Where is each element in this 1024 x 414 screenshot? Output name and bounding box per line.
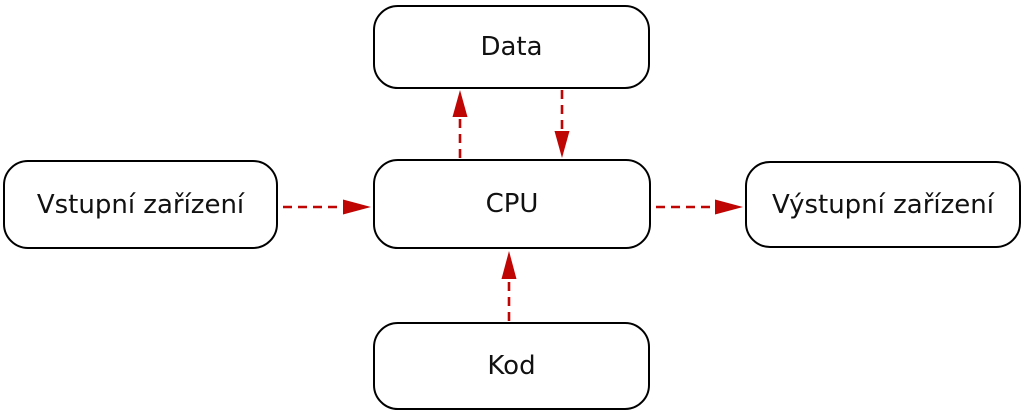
node-cpu-label: CPU xyxy=(485,189,539,219)
arrow-cpu-to-data xyxy=(452,90,468,158)
node-output-device-label: Výstupní zařízení xyxy=(771,189,994,220)
node-input-device-label: Vstupní zařízení xyxy=(36,189,245,220)
arrow-input-to-cpu-head xyxy=(343,199,371,215)
arrow-data-to-cpu xyxy=(554,90,570,158)
arrow-cpu-to-output xyxy=(656,199,743,215)
node-data-label: Data xyxy=(480,32,543,62)
arrow-cpu-to-data-head xyxy=(452,90,468,117)
node-kod-label: Kod xyxy=(487,351,536,381)
arrow-kod-to-cpu xyxy=(501,251,517,321)
node-cpu: CPU xyxy=(373,159,651,249)
arrow-input-to-cpu xyxy=(283,199,371,215)
node-input-device: Vstupní zařízení xyxy=(3,160,278,249)
node-kod: Kod xyxy=(373,322,650,410)
arrow-cpu-to-output-head xyxy=(715,199,743,215)
arrow-data-to-cpu-head xyxy=(554,131,570,158)
arrow-kod-to-cpu-head xyxy=(501,251,517,279)
node-data: Data xyxy=(373,5,650,89)
node-output-device: Výstupní zařízení xyxy=(745,161,1021,248)
